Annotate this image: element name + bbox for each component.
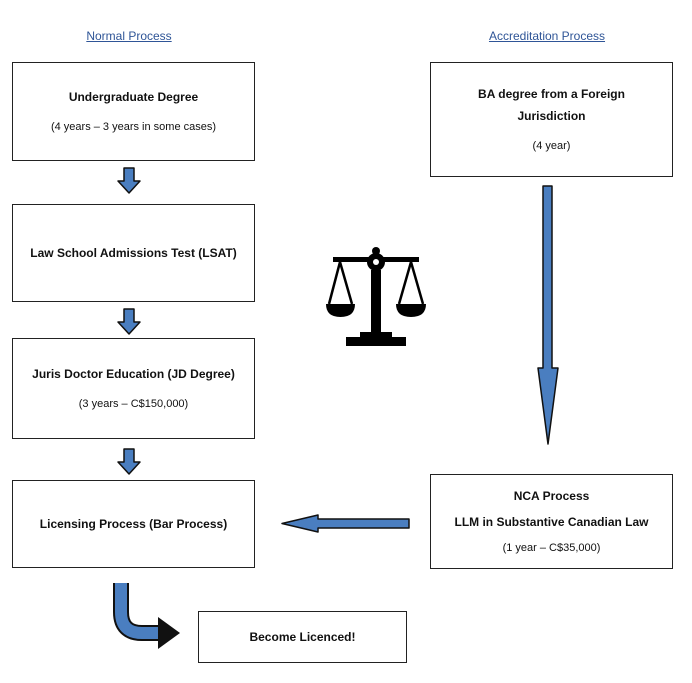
jd-education-title: Juris Doctor Education (JD Degree)	[32, 366, 235, 381]
accreditation-process-header: Accreditation Process	[488, 29, 606, 43]
left-arrow-icon	[281, 514, 410, 533]
undergraduate-degree-box: Undergraduate Degree (4 years – 3 years …	[12, 62, 255, 161]
licensing-process-box: Licensing Process (Bar Process)	[12, 480, 255, 568]
foreign-ba-title-line2: Jurisdiction	[517, 108, 586, 123]
nca-process-detail: (1 year – C$35,000)	[502, 541, 601, 554]
lsat-box: Law School Admissions Test (LSAT)	[12, 204, 255, 302]
foreign-ba-box: BA degree from a Foreign Jurisdiction (4…	[430, 62, 673, 177]
nca-process-box: NCA Process LLM in Substantive Canadian …	[430, 474, 673, 569]
curved-arrow-icon	[113, 583, 180, 649]
lsat-title: Law School Admissions Test (LSAT)	[30, 246, 237, 260]
jd-education-detail: (3 years – C$150,000)	[78, 397, 189, 410]
become-licenced-title: Become Licenced!	[249, 630, 356, 644]
undergraduate-degree-title: Undergraduate Degree	[68, 89, 199, 104]
nca-process-title-line1: NCA Process	[513, 488, 590, 503]
licensing-process-title: Licensing Process (Bar Process)	[39, 517, 228, 531]
normal-process-header: Normal Process	[86, 29, 172, 43]
down-arrow-2-icon	[117, 308, 141, 335]
jd-education-box: Juris Doctor Education (JD Degree) (3 ye…	[12, 338, 255, 439]
nca-process-title-line2: LLM in Substantive Canadian Law	[454, 514, 649, 529]
long-down-arrow-icon	[537, 185, 559, 445]
foreign-ba-title-line1: BA degree from a Foreign	[478, 86, 625, 101]
foreign-ba-detail: (4 year)	[532, 139, 571, 152]
scales-of-justice-icon	[326, 247, 426, 346]
down-arrow-3-icon	[117, 448, 141, 475]
down-arrow-1-icon	[117, 167, 141, 194]
become-licenced-box: Become Licenced!	[198, 611, 407, 663]
undergraduate-degree-detail: (4 years – 3 years in some cases)	[50, 120, 217, 133]
